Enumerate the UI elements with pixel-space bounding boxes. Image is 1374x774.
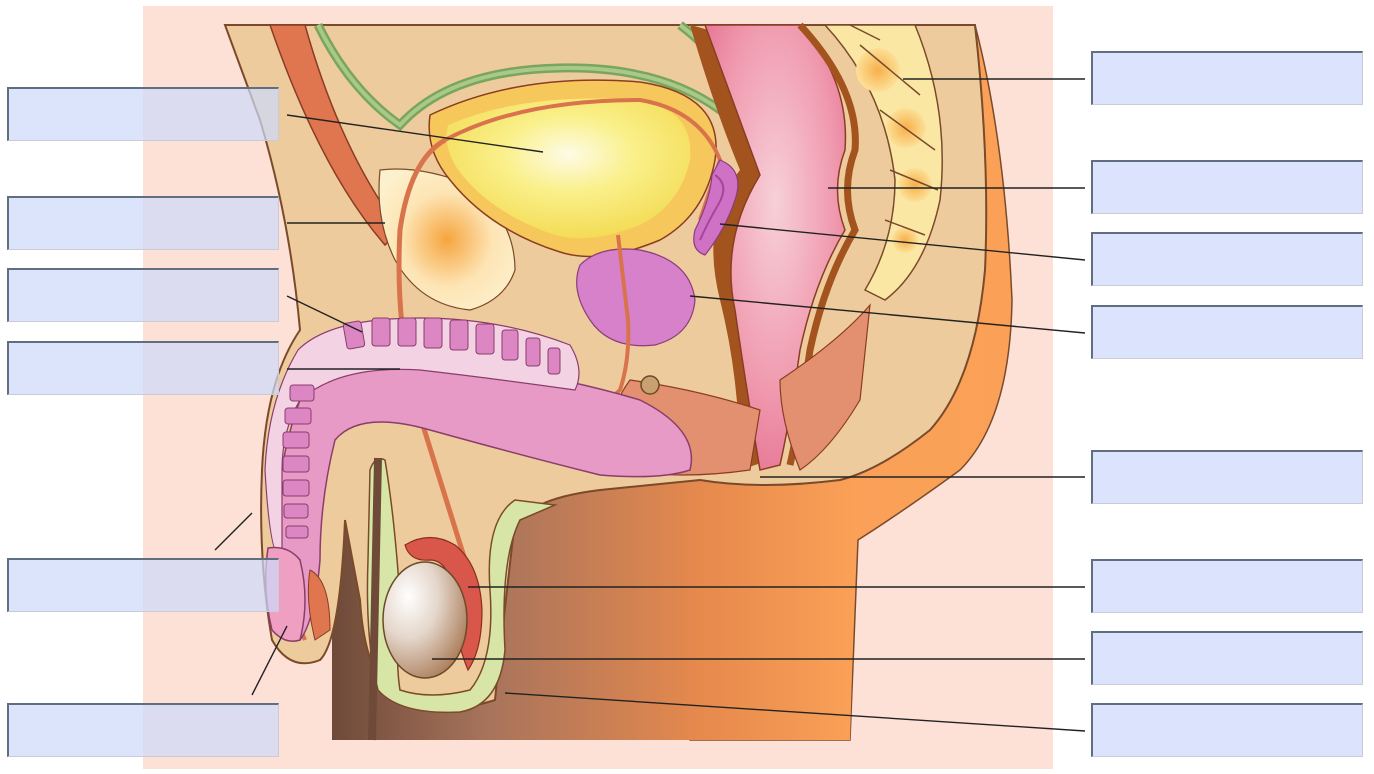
- label-box-right-2[interactable]: [1091, 160, 1363, 214]
- label-box-left-4[interactable]: [7, 341, 279, 395]
- label-box-right-4[interactable]: [1091, 305, 1363, 359]
- label-box-left-5[interactable]: [7, 558, 279, 612]
- label-box-right-1[interactable]: [1091, 51, 1363, 105]
- label-box-right-8[interactable]: [1091, 703, 1363, 757]
- label-box-right-7[interactable]: [1091, 631, 1363, 685]
- label-box-left-1[interactable]: [7, 87, 279, 141]
- label-box-left-6[interactable]: [7, 703, 279, 757]
- label-box-right-5[interactable]: [1091, 450, 1363, 504]
- label-box-right-3[interactable]: [1091, 232, 1363, 286]
- bulbourethral-gland: [641, 376, 659, 394]
- label-box-left-2[interactable]: [7, 196, 279, 250]
- testis: [383, 562, 467, 678]
- label-box-right-6[interactable]: [1091, 559, 1363, 613]
- label-box-left-3[interactable]: [7, 268, 279, 322]
